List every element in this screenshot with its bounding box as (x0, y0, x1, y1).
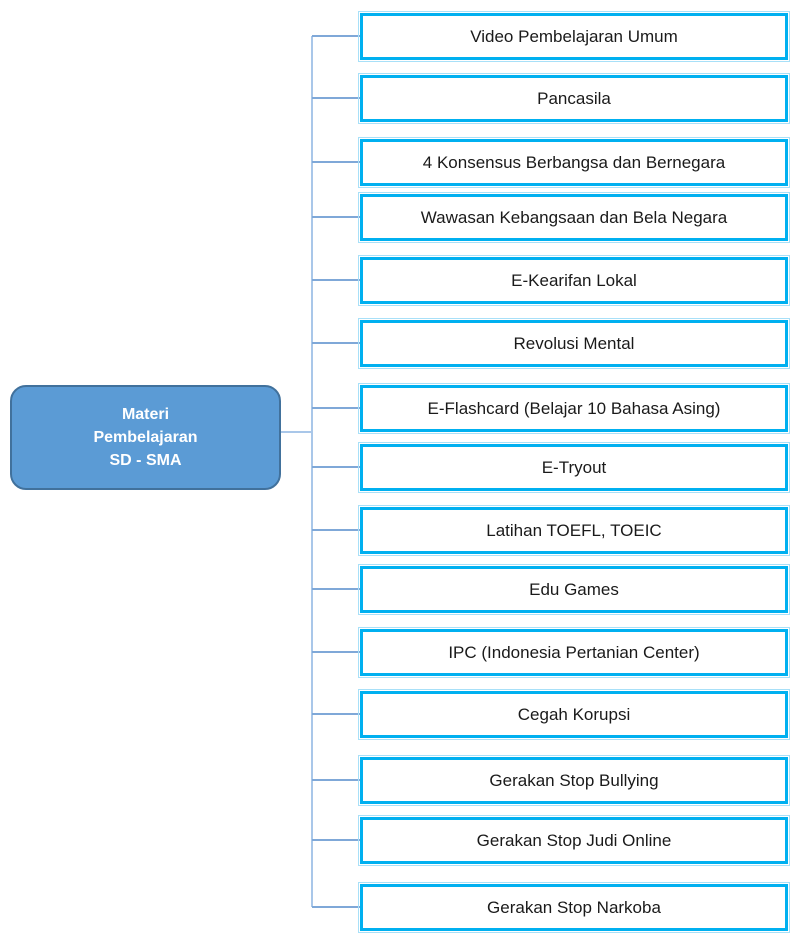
node-label: E-Flashcard (Belajar 10 Bahasa Asing) (427, 398, 721, 418)
node-label: Gerakan Stop Narkoba (487, 897, 661, 917)
node-cegah-korupsi: Cegah Korupsi (358, 689, 790, 740)
connector-branch (312, 466, 360, 468)
node-4-konsensus-berbangsa-dan-bernegara: 4 Konsensus Berbangsa dan Bernegara (358, 137, 790, 188)
node-edu-games: Edu Games (358, 564, 790, 615)
node-gerakan-stop-judi-online: Gerakan Stop Judi Online (358, 815, 790, 866)
node-label: Revolusi Mental (513, 333, 635, 353)
connector-branch (312, 97, 360, 99)
node-label: E-Kearifan Lokal (511, 270, 637, 290)
node-pancasila: Pancasila (358, 73, 790, 124)
connector-branch (312, 279, 360, 281)
connector-root (281, 431, 312, 433)
node-label: Latihan TOEFL, TOEIC (486, 520, 662, 540)
root-label-line-1: Materi (121, 406, 170, 423)
node-video-pembelajaran-umum: Video Pembelajaran Umum (358, 11, 790, 62)
connector-branch (312, 407, 360, 409)
connector-spine (311, 36, 313, 907)
root-node-materi-pembelajaran-sd-sma: Materi Pembelajaran SD - SMA (10, 385, 281, 490)
node-wawasan-kebangsaan-dan-bela-negara: Wawasan Kebangsaan dan Bela Negara (358, 192, 790, 243)
node-gerakan-stop-bullying: Gerakan Stop Bullying (358, 755, 790, 806)
connector-branch (312, 529, 360, 531)
node-label: IPC (Indonesia Pertanian Center) (448, 642, 700, 662)
connector-branch (312, 216, 360, 218)
node-e-kearifan-lokal: E-Kearifan Lokal (358, 255, 790, 306)
node-label: Cegah Korupsi (517, 704, 631, 724)
root-label-line-3: SD - SMA (109, 452, 182, 469)
node-label: Pancasila (537, 88, 611, 108)
node-label: E-Tryout (541, 457, 607, 477)
connector-branch (312, 161, 360, 163)
node-e-tryout: E-Tryout (358, 442, 790, 493)
node-label: 4 Konsensus Berbangsa dan Bernegara (422, 152, 726, 172)
node-label: Wawasan Kebangsaan dan Bela Negara (420, 207, 728, 227)
node-label: Video Pembelajaran Umum (470, 26, 678, 46)
root-label-line-2: Pembelajaran (93, 429, 198, 446)
connector-branch (312, 839, 360, 841)
connector-branch (312, 906, 360, 908)
connector-branch (312, 35, 360, 37)
node-e-flashcard-belajar-10-bahasa-asing: E-Flashcard (Belajar 10 Bahasa Asing) (358, 383, 790, 434)
node-revolusi-mental: Revolusi Mental (358, 318, 790, 369)
connector-branch (312, 779, 360, 781)
connector-branch (312, 588, 360, 590)
node-label: Edu Games (529, 579, 619, 599)
node-label: Gerakan Stop Bullying (489, 770, 659, 790)
connector-branch (312, 651, 360, 653)
node-gerakan-stop-narkoba: Gerakan Stop Narkoba (358, 882, 790, 933)
connector-branch (312, 342, 360, 344)
node-ipc-indonesia-pertanian-center: IPC (Indonesia Pertanian Center) (358, 627, 790, 678)
connector-branch (312, 713, 360, 715)
node-label: Gerakan Stop Judi Online (476, 830, 672, 850)
node-latihan-toefl-toeic: Latihan TOEFL, TOEIC (358, 505, 790, 556)
